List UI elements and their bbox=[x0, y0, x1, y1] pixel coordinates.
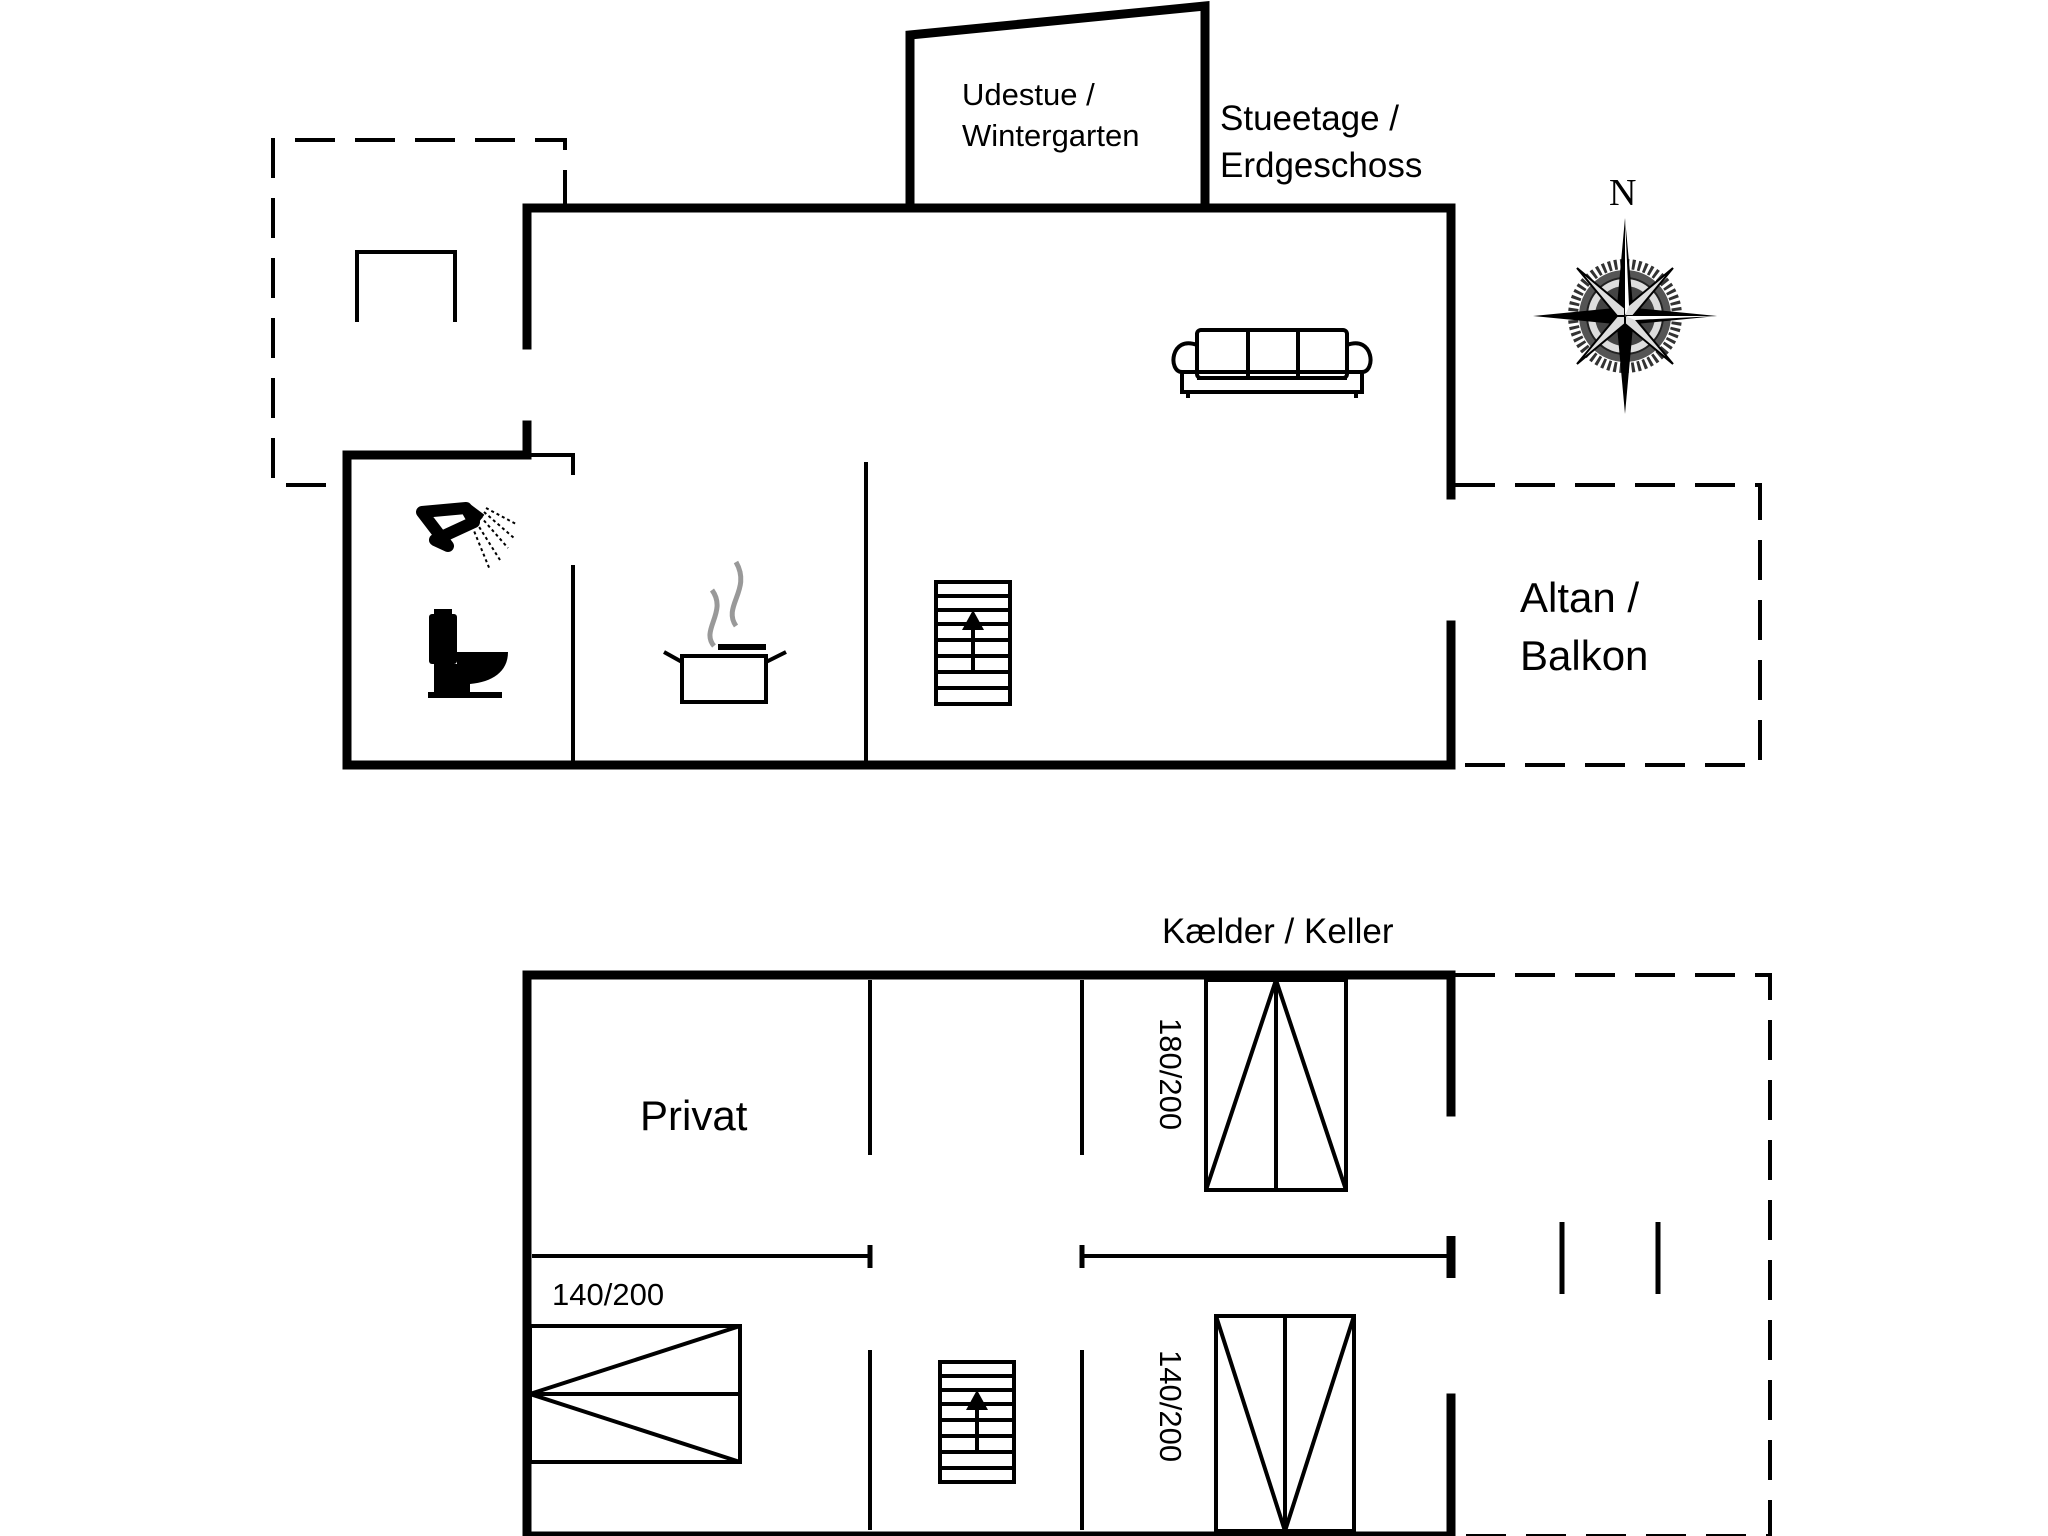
cooking-pot-icon bbox=[663, 560, 787, 704]
basement-floor: Kælder / Keller Privat 180/200 140/200 bbox=[522, 912, 1772, 1536]
bed-size-label: 140/200 bbox=[552, 1277, 664, 1312]
basement-terrace-outline bbox=[1455, 973, 1772, 1536]
floor-title-ground: Stueetage / bbox=[1220, 99, 1399, 138]
ground-floor: Udestue / Wintergarten Stueetage / Erdge… bbox=[271, 1, 1762, 770]
sofa-icon bbox=[1171, 328, 1373, 398]
stairs-icon bbox=[934, 580, 1012, 706]
floor-title-basement: Kælder / Keller bbox=[1162, 912, 1394, 951]
balcony-label-2: Balkon bbox=[1520, 632, 1648, 679]
double-bed-icon bbox=[1204, 973, 1348, 1192]
balcony-label: Altan / bbox=[1520, 574, 1639, 621]
winter-garden-wall bbox=[905, 1, 1210, 213]
double-bed-icon bbox=[1214, 1314, 1356, 1536]
toilet-icon bbox=[428, 609, 508, 698]
ground-floor-outer-wall bbox=[342, 203, 1456, 770]
winter-garden-label-2: Wintergarten bbox=[962, 118, 1139, 153]
bathroom-wall bbox=[527, 453, 575, 765]
compass-north-label: N bbox=[1609, 172, 1636, 214]
floor-title-ground-2: Erdgeschoss bbox=[1220, 146, 1422, 185]
terrace-fixture bbox=[355, 250, 457, 322]
winter-garden-label: Udestue / bbox=[962, 77, 1095, 112]
basement-partition bbox=[868, 980, 1084, 1530]
compass-rose-icon: N bbox=[1533, 172, 1717, 414]
basement-outer-wall bbox=[522, 970, 1456, 1536]
private-room-label: Privat bbox=[640, 1092, 748, 1139]
terrace-outline bbox=[271, 138, 567, 487]
bed-size-label: 140/200 bbox=[1153, 1350, 1188, 1462]
stairs-icon bbox=[938, 1360, 1016, 1484]
double-bed-icon bbox=[523, 1324, 742, 1464]
balcony-outline bbox=[1455, 483, 1762, 767]
shower-icon bbox=[416, 502, 517, 571]
bed-size-label: 180/200 bbox=[1153, 1018, 1188, 1130]
